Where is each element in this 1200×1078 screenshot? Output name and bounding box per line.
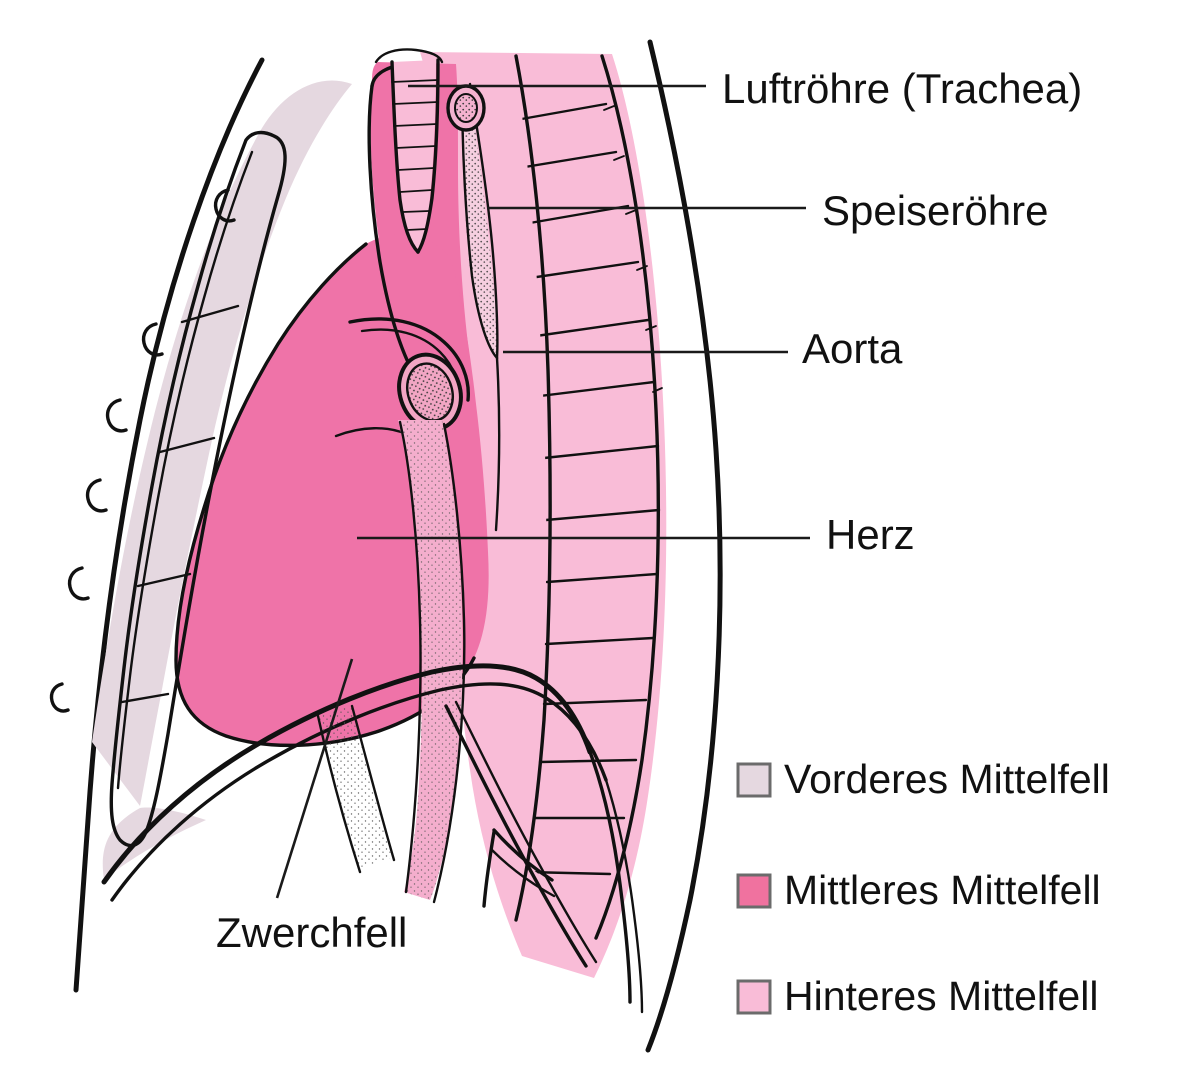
lower-rib-2b <box>490 848 556 898</box>
sternum-inner-line <box>116 150 254 790</box>
legend-label-middle: Mittleres Mittelfell <box>784 867 1101 913</box>
aorta-group <box>334 317 470 904</box>
lower-ribs-group <box>444 700 598 968</box>
anterior-mediastinum-fill <box>92 80 352 806</box>
esophagus-lower-course <box>494 356 501 532</box>
legend-item-anterior: Vorderes Mittelfell <box>736 756 1110 802</box>
cut-strip-left-edge <box>316 714 362 874</box>
front-contour <box>73 57 265 993</box>
rib-cartilage-marks <box>49 188 236 713</box>
vertebra-separations <box>515 102 661 876</box>
legend: Vorderes Mittelfell Mittleres Mittelfell… <box>736 756 1110 1019</box>
label-heart: Herz <box>826 511 915 558</box>
esophagus-left-wall <box>460 84 499 360</box>
descending-aorta-stipple <box>398 420 463 900</box>
aortic-arch-outer <box>348 317 470 402</box>
label-esophagus: Speiseröhre <box>822 187 1048 234</box>
diaphragm-lower-surface <box>110 682 608 902</box>
spine-anterior-border <box>514 54 552 922</box>
esophagus-stipple <box>462 86 497 356</box>
descending-aorta-edge-right <box>432 422 466 904</box>
callout-labels: Luftröhre (Trachea) Speiseröhre Aorta He… <box>216 65 1082 956</box>
label-diaphragm: Zwerchfell <box>216 909 407 956</box>
heart-outline <box>174 242 476 748</box>
legend-swatch-posterior <box>736 979 772 1015</box>
cut-strip-fill <box>318 706 392 868</box>
trachea-fill <box>392 60 436 250</box>
azygos-vein-cut <box>446 84 486 132</box>
azygos-inner <box>454 93 478 123</box>
legend-swatch-middle <box>736 873 772 909</box>
trachea-group <box>374 48 444 254</box>
diaphragm-crus-right <box>588 750 632 1004</box>
lower-rib-1-inner <box>454 700 598 964</box>
cut-tissue-strip <box>316 704 396 874</box>
anterior-mediastinum-lower <box>102 807 206 880</box>
great-vessel-left-border <box>367 84 422 386</box>
legend-item-middle: Mittleres Mittelfell <box>736 867 1101 913</box>
diaphragm-upper-surface <box>101 663 593 885</box>
label-trachea: Luftröhre (Trachea) <box>722 65 1082 112</box>
vertebral-column <box>514 54 663 940</box>
spine-edge-ticks <box>603 105 663 393</box>
leader-diaphragm <box>275 658 354 899</box>
cut-strip-right-edge <box>350 704 396 862</box>
diaphragm-group <box>101 663 644 1014</box>
legend-item-posterior: Hinteres Mittelfell <box>736 973 1098 1019</box>
trachea-right-wall <box>416 58 440 254</box>
legend-label-anterior: Vorderes Mittelfell <box>784 756 1110 802</box>
legend-swatch-anterior <box>736 762 772 798</box>
lower-rib-2 <box>492 828 554 882</box>
label-aorta: Aorta <box>802 325 903 372</box>
aorta-lumen-inner <box>406 362 454 422</box>
trachea-left-wall <box>390 60 420 254</box>
diaphragm-crus-right-inner <box>604 778 644 1014</box>
tracheal-cartilage-rings <box>391 79 439 231</box>
descending-aorta-edge-left <box>398 420 422 894</box>
leader-lines <box>275 84 810 899</box>
costal-joints <box>120 304 240 704</box>
trachea-top-cap <box>374 48 444 64</box>
lower-rib-3 <box>482 830 496 908</box>
legend-label-posterior: Hinteres Mittelfell <box>784 973 1098 1019</box>
spine-posterior-border <box>594 54 661 940</box>
